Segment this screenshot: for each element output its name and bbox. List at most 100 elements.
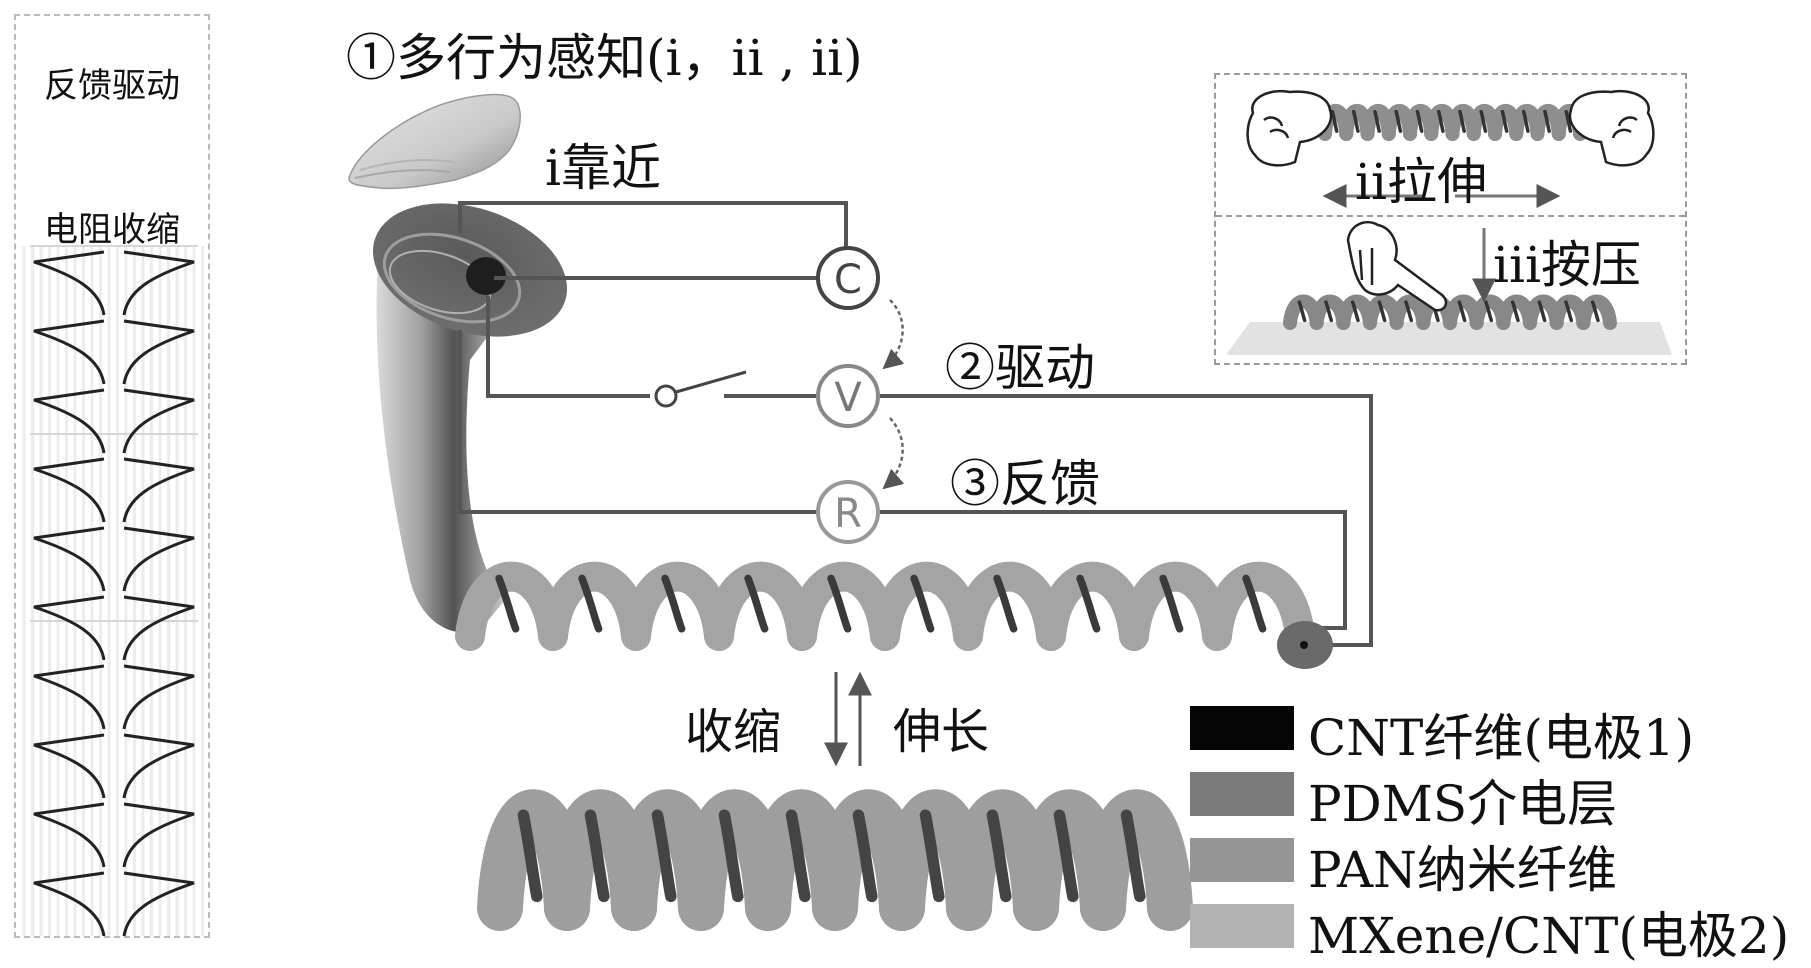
coil-core-line [1324, 300, 1334, 323]
waveform-right-cycle [122, 595, 195, 661]
waveform-left-cycle [33, 319, 106, 385]
feedback-panel: 反馈驱动 电阻收缩 [14, 14, 210, 938]
coil-core-line [1543, 109, 1551, 133]
coil-core-line [1053, 809, 1079, 903]
waveform-left-cycle [33, 457, 106, 523]
coil-core-line [910, 574, 935, 633]
inset-divider [1216, 215, 1685, 217]
resistance-waveform [22, 245, 204, 937]
voltage-symbol: V [834, 375, 862, 421]
coil-core-line [1415, 109, 1424, 133]
coil-core-line [744, 574, 769, 633]
legend-label: PDMS介电层 [1308, 775, 1618, 833]
coil-core-line [1351, 109, 1360, 133]
coil-core-line [1590, 300, 1600, 323]
waveform-left-cycle [33, 250, 106, 316]
helical-fiber-contracted [477, 789, 1193, 931]
coil-turn [1202, 561, 1315, 651]
coil-core-line [993, 574, 1018, 633]
coil-core-line [1330, 109, 1339, 133]
coil-core-line [1377, 300, 1387, 323]
stretch-illustration [1246, 89, 1655, 208]
waveform-right-cycle [122, 871, 195, 937]
fiber-stem [376, 260, 505, 633]
panel-title-resistance-contraction: 电阻收缩 [44, 210, 180, 250]
coil-core-line [785, 809, 811, 903]
legend-swatch [1190, 838, 1294, 882]
fiber-cross-section [372, 203, 568, 337]
flow-arrow-c-to-v [882, 299, 905, 370]
waveform-left-cycle [33, 802, 106, 868]
coil-turn [1576, 294, 1617, 330]
press-surface [1226, 322, 1672, 355]
coil-core-line [1394, 109, 1403, 133]
approaching-hand-icon [348, 93, 521, 190]
legend-label: PAN纳米纤维 [1308, 841, 1617, 899]
coil-core-line [651, 809, 677, 903]
coil-core-line [1564, 300, 1574, 323]
approach-label: i靠近 [545, 139, 661, 197]
press-label: iii按压 [1493, 236, 1641, 294]
waveform-right-cycle [122, 526, 195, 592]
press-illustration [1226, 221, 1672, 355]
coil-core-line [827, 574, 852, 633]
coil-core-line [1436, 109, 1445, 133]
coil-core-line [1076, 574, 1101, 633]
step1-multibehavior-sensing-label: ①多行为感知(i，ii , ii) [346, 29, 863, 87]
coil-core-line [1404, 300, 1414, 323]
cnt-core [466, 257, 506, 295]
coil-core-line [1500, 109, 1509, 133]
coil-core-line [718, 809, 744, 903]
coil-core-line [1510, 300, 1520, 323]
coil-core-line [661, 574, 686, 633]
switch [654, 370, 747, 408]
fiber-end-cap [1277, 621, 1333, 669]
coil-core-line [919, 809, 945, 903]
coil-core-line [1297, 300, 1307, 323]
left-hand-grip-icon [1246, 89, 1333, 167]
legend-label: CNT纤维(电极1) [1308, 709, 1695, 767]
coil-core-line [852, 809, 878, 903]
coil-core-line [1242, 574, 1267, 633]
waveform-right-cycle [122, 457, 195, 523]
waveform-left-cycle [33, 664, 106, 730]
legend-swatch [1190, 772, 1294, 816]
stretch-label: ii拉伸 [1355, 153, 1487, 211]
right-hand-grip-icon [1568, 89, 1655, 167]
waveform-left-cycle [33, 871, 106, 937]
step3-feedback-label: ③反馈 [950, 455, 1100, 513]
coil-core-line [1457, 300, 1467, 323]
waveform-right-cycle [122, 802, 195, 868]
waveform-right-cycle [122, 664, 195, 730]
resistance-meter: R [816, 480, 880, 544]
coil-core-line [1564, 109, 1573, 133]
coil-core-line [1350, 300, 1360, 323]
waveform-left-cycle [33, 388, 106, 454]
pressing-hand-icon [1346, 221, 1448, 312]
behavior-inset [1214, 73, 1687, 365]
coil-core-line [1479, 109, 1488, 133]
waveform-left-cycle [33, 733, 106, 799]
contract-label: 收缩 [685, 704, 782, 760]
waveform-left-cycle [33, 595, 106, 661]
legend-swatch [1190, 904, 1294, 948]
coil-core-line [1537, 300, 1547, 323]
panel-title-feedback-drive: 反馈驱动 [44, 66, 180, 106]
capacitance-symbol: C [834, 257, 862, 303]
coil-core-line [1521, 109, 1530, 133]
coil-core-line [517, 809, 543, 903]
coil-core-line [1159, 574, 1184, 633]
extend-label: 伸长 [893, 704, 990, 760]
waveform-right-cycle [122, 733, 195, 799]
voltage-meter: V [816, 364, 880, 428]
helical-fiber-extended [455, 561, 1315, 651]
waveform-left-cycle [33, 526, 106, 592]
capacitance-meter: C [816, 246, 880, 310]
legend-label: MXene/CNT(电极2) [1308, 907, 1790, 965]
waveform-right-cycle [122, 319, 195, 385]
coil-core-line [495, 574, 520, 633]
coil-core-line [1373, 109, 1381, 133]
coil-core-line [1458, 109, 1466, 133]
circuit-wires [458, 201, 1373, 647]
